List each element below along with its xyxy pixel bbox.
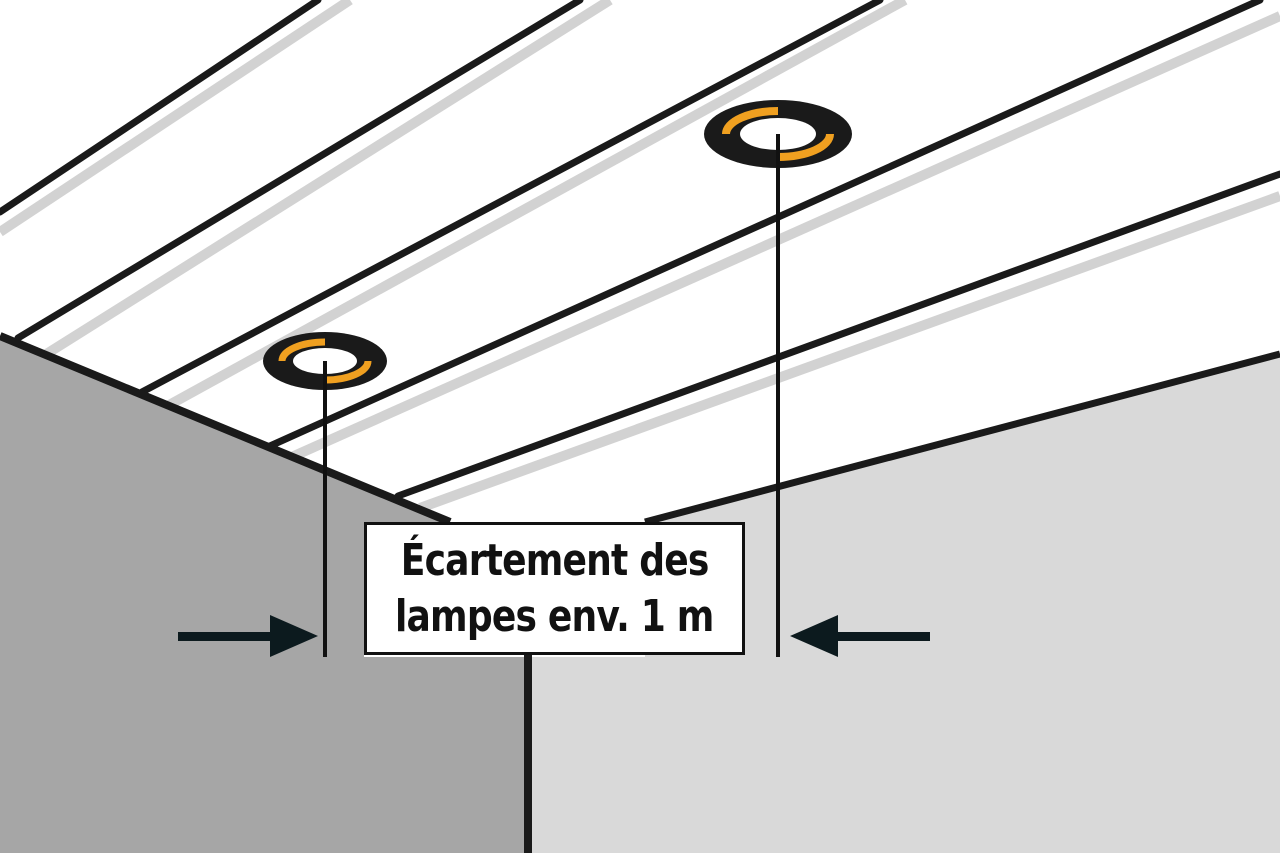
spacing-label-line-2: lampes env. 1 m <box>395 590 714 642</box>
left-wall <box>0 338 528 853</box>
spacing-label-box: Écartement des lampes env. 1 m <box>364 522 745 655</box>
arrow-right-icon <box>178 615 318 657</box>
right-wall <box>528 354 1280 853</box>
arrow-left-icon <box>790 615 930 657</box>
left-wall-top-edge <box>0 332 452 526</box>
ceiling-panel-lines <box>0 0 1280 500</box>
spacing-label-line-1: Écartement des <box>400 534 710 586</box>
right-wall-top-edge <box>644 350 1280 526</box>
